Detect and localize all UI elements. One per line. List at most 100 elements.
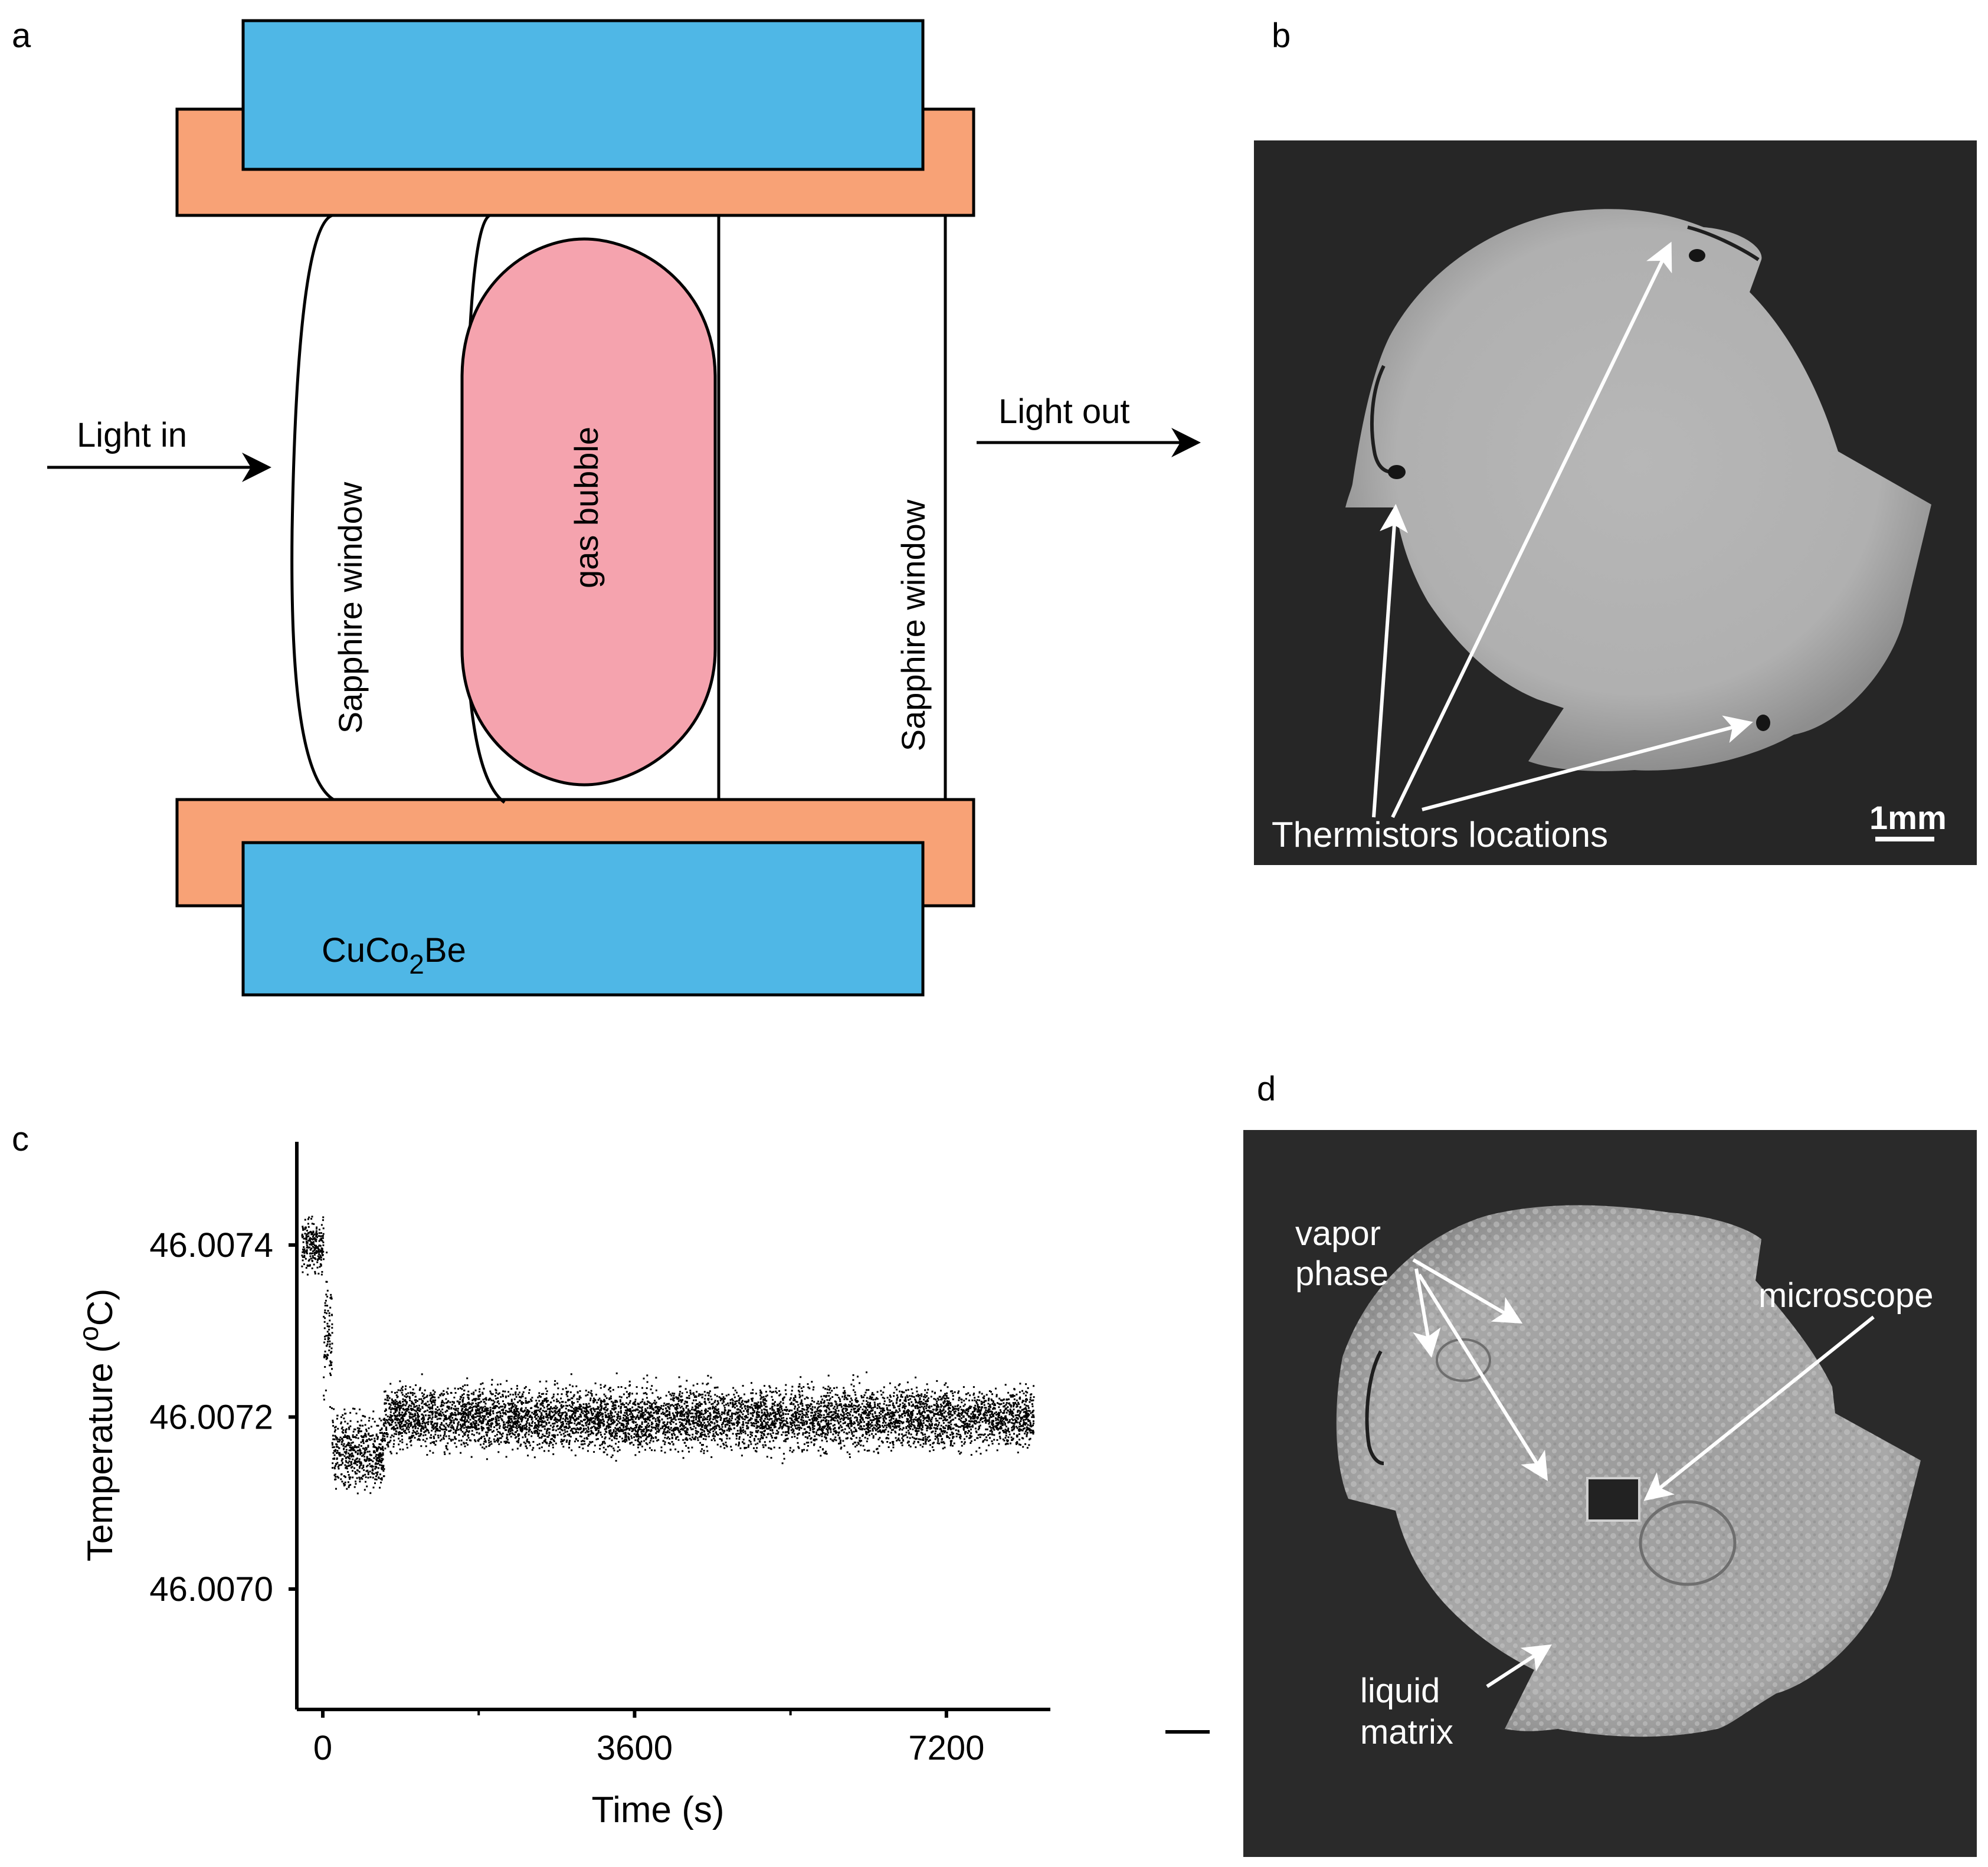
- data-point: [315, 1230, 317, 1232]
- data-point: [957, 1429, 959, 1432]
- data-point: [677, 1450, 679, 1453]
- data-point: [609, 1426, 611, 1429]
- data-point: [615, 1443, 617, 1445]
- data-point: [713, 1416, 715, 1418]
- data-point: [860, 1421, 863, 1423]
- data-point: [1021, 1401, 1023, 1404]
- data-point: [755, 1431, 758, 1433]
- data-point: [525, 1417, 527, 1419]
- data-point: [987, 1399, 990, 1401]
- data-point: [307, 1226, 310, 1228]
- data-point: [825, 1450, 827, 1453]
- data-point: [868, 1397, 870, 1400]
- data-point: [636, 1386, 638, 1388]
- data-point: [820, 1455, 822, 1457]
- data-point: [542, 1410, 544, 1412]
- data-point: [918, 1430, 920, 1432]
- data-point: [684, 1426, 687, 1429]
- data-point: [867, 1413, 869, 1415]
- data-point: [585, 1394, 587, 1397]
- data-point: [747, 1426, 749, 1429]
- data-point: [422, 1439, 424, 1441]
- data-point: [394, 1419, 396, 1421]
- data-point: [382, 1465, 384, 1467]
- data-point: [815, 1416, 817, 1419]
- data-point: [684, 1432, 687, 1434]
- data-point: [935, 1403, 938, 1405]
- data-point: [480, 1421, 483, 1423]
- data-point: [666, 1417, 669, 1420]
- data-point: [312, 1230, 315, 1233]
- data-point: [658, 1416, 660, 1418]
- data-point: [507, 1395, 510, 1397]
- data-point: [973, 1421, 975, 1423]
- data-point: [372, 1410, 375, 1413]
- data-point: [329, 1364, 331, 1367]
- data-point: [854, 1405, 857, 1407]
- data-point: [928, 1440, 930, 1442]
- data-point: [577, 1423, 579, 1425]
- data-point: [360, 1435, 362, 1437]
- data-point: [503, 1421, 505, 1424]
- data-point: [471, 1407, 473, 1409]
- data-point: [376, 1456, 379, 1459]
- data-point: [860, 1444, 862, 1446]
- data-point: [901, 1413, 903, 1416]
- data-point: [483, 1427, 485, 1430]
- data-point: [624, 1411, 626, 1414]
- data-point: [935, 1420, 938, 1422]
- data-point: [841, 1396, 844, 1398]
- data-point: [520, 1408, 522, 1410]
- data-point: [987, 1409, 990, 1411]
- data-point: [631, 1419, 634, 1421]
- data-point: [675, 1438, 677, 1440]
- data-point: [605, 1406, 607, 1409]
- data-point: [358, 1476, 361, 1479]
- data-point: [797, 1409, 799, 1411]
- data-point: [774, 1422, 776, 1424]
- data-point: [338, 1438, 340, 1440]
- data-point: [793, 1433, 795, 1435]
- data-point: [325, 1280, 327, 1283]
- data-point: [310, 1252, 313, 1255]
- data-point: [683, 1409, 684, 1411]
- data-point: [430, 1420, 432, 1423]
- data-point: [527, 1413, 529, 1415]
- data-point: [929, 1426, 932, 1429]
- data-point: [866, 1414, 868, 1416]
- data-point: [961, 1441, 963, 1443]
- data-point: [681, 1415, 683, 1417]
- data-point: [519, 1426, 521, 1428]
- data-point: [479, 1416, 482, 1418]
- data-point: [892, 1402, 894, 1404]
- data-point: [766, 1414, 768, 1417]
- data-point: [599, 1411, 601, 1413]
- data-point: [822, 1387, 824, 1388]
- data-point: [885, 1421, 887, 1424]
- data-point: [949, 1426, 952, 1429]
- data-point: [1024, 1410, 1026, 1413]
- data-point: [713, 1407, 715, 1409]
- data-point: [522, 1429, 523, 1432]
- data-point: [309, 1259, 310, 1261]
- data-point: [772, 1440, 775, 1442]
- data-point: [322, 1235, 324, 1237]
- data-point: [381, 1454, 383, 1456]
- data-point: [310, 1257, 312, 1260]
- data-point: [590, 1390, 592, 1392]
- data-point: [312, 1236, 314, 1238]
- data-point: [538, 1447, 541, 1449]
- data-point: [649, 1419, 651, 1421]
- data-point: [969, 1405, 971, 1407]
- data-point: [756, 1447, 758, 1449]
- data-point: [728, 1404, 730, 1407]
- data-point: [535, 1400, 538, 1402]
- data-point: [552, 1411, 554, 1413]
- data-point: [818, 1427, 820, 1430]
- data-point: [552, 1446, 554, 1449]
- data-point: [892, 1421, 895, 1423]
- data-point: [734, 1389, 736, 1391]
- data-point: [867, 1430, 870, 1432]
- data-point: [384, 1437, 386, 1440]
- data-point: [348, 1465, 350, 1467]
